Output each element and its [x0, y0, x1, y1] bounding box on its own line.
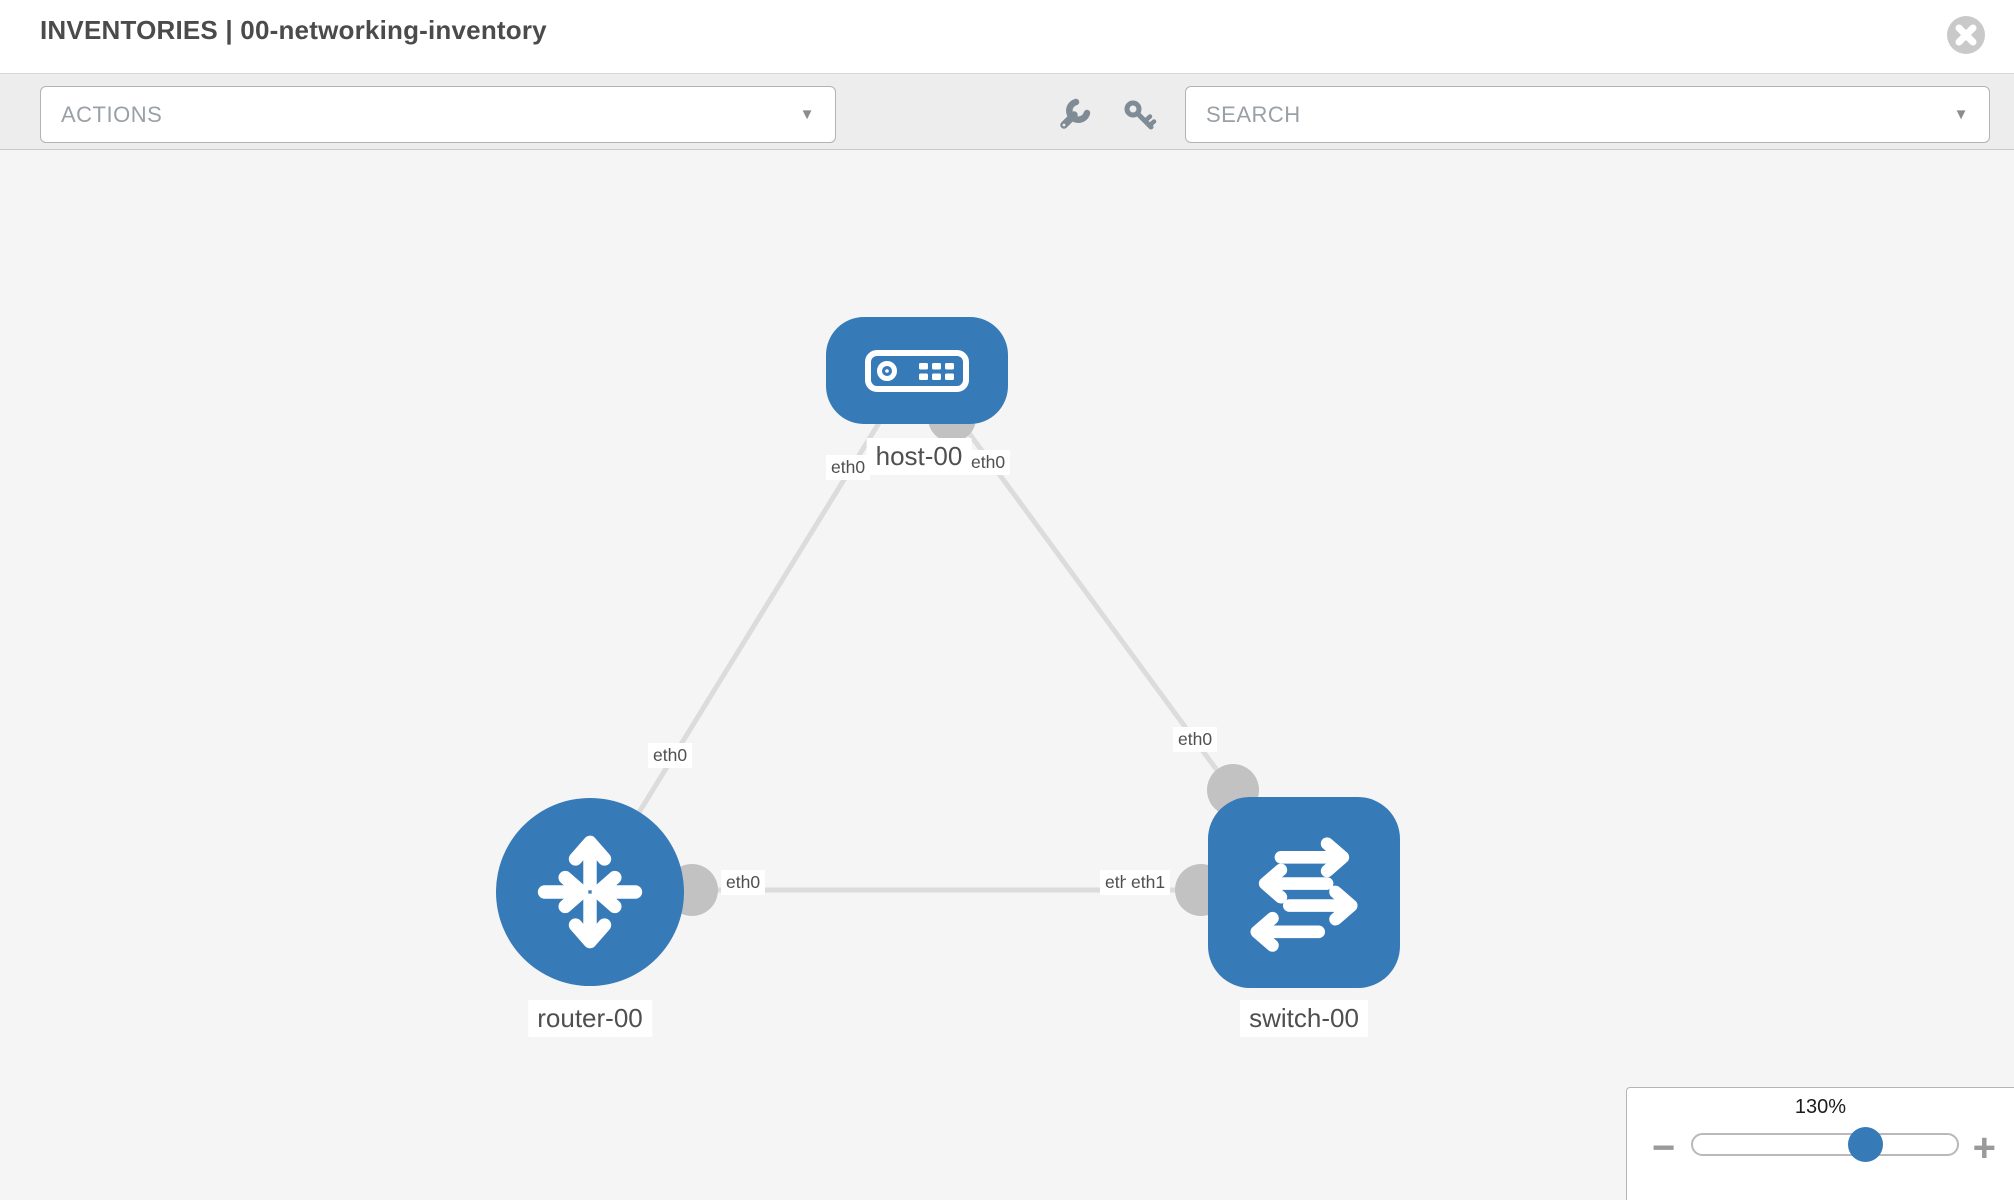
interface-label-host-eth0-left: eth0 — [826, 455, 871, 480]
switch-icon — [1250, 836, 1358, 952]
node-switch-00[interactable] — [1208, 797, 1400, 988]
page-title: INVENTORIES | 00-networking-inventory — [40, 15, 547, 45]
actions-dropdown[interactable]: ACTIONS ▼ — [40, 86, 836, 143]
node-label-switch-00: switch-00 — [1240, 1000, 1368, 1037]
close-icon[interactable] — [1946, 15, 1986, 55]
interface-label-router-link-eth0: eth0 — [648, 743, 693, 768]
zoom-out-button[interactable]: − — [1652, 1126, 1676, 1170]
page-header: INVENTORIES | 00-networking-inventory — [0, 0, 2014, 73]
zoom-control-panel: 130% − + — [1626, 1087, 2014, 1200]
interface-label-switch-link-eth0: eth0 — [1173, 727, 1218, 752]
zoom-level-value: 130% — [1794, 1096, 1847, 1118]
topology-canvas[interactable]: eth0 host-00 eth0 eth0 eth0 eth0 eth0 et… — [0, 150, 2014, 1200]
interface-label-host-eth0-right: eth0 — [966, 450, 1011, 475]
search-dropdown-label: SEARCH — [1206, 101, 1301, 127]
actions-dropdown-label: ACTIONS — [61, 101, 163, 127]
interface-label-router-port-eth0: eth0 — [721, 870, 766, 895]
interface-label-switch-eth1: eth1 — [1126, 870, 1171, 895]
link-router-host — [587, 403, 893, 894]
node-label-router-00: router-00 — [528, 1000, 652, 1037]
chevron-down-icon: ▼ — [1953, 106, 1969, 123]
node-label-host-00: host-00 — [866, 438, 972, 475]
host-icon — [865, 349, 969, 392]
toolbar: ACTIONS ▼ SEARCH ▼ — [0, 73, 2014, 150]
search-dropdown[interactable]: SEARCH ▼ — [1185, 86, 1990, 143]
router-icon — [537, 835, 643, 949]
key-icon[interactable] — [1122, 98, 1158, 134]
wrench-icon[interactable] — [1056, 98, 1092, 134]
zoom-slider-handle[interactable] — [1848, 1127, 1883, 1162]
zoom-slider-track[interactable] — [1691, 1133, 1959, 1156]
node-router-00[interactable] — [496, 798, 684, 986]
zoom-in-button[interactable]: + — [1972, 1126, 1996, 1170]
chevron-down-icon: ▼ — [799, 106, 815, 123]
topology-links-layer — [587, 394, 1259, 916]
node-host-00[interactable] — [826, 317, 1008, 424]
